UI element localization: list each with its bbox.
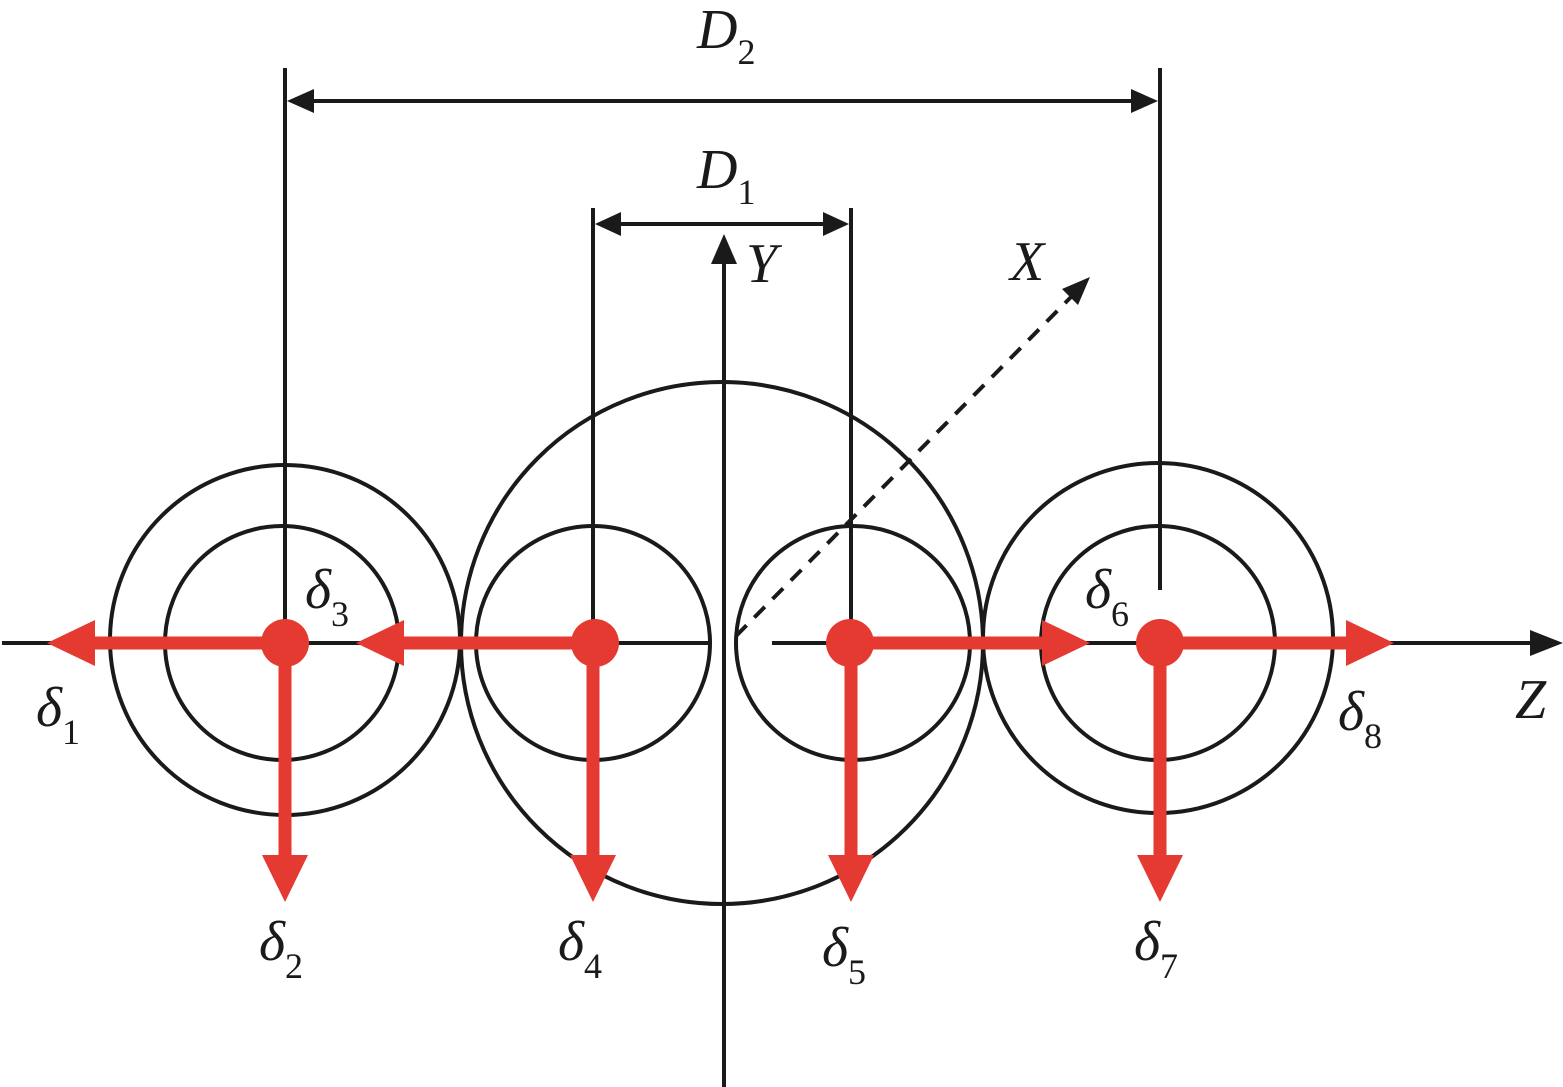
label-d1: D1 [696, 139, 755, 212]
label-delta-5: δ5 [822, 917, 866, 992]
label-x-axis: X [1008, 231, 1047, 293]
delta-8-arrowhead [1346, 620, 1394, 666]
d2-arrow-right [1131, 89, 1158, 113]
x-axis-arrowhead [1062, 277, 1090, 305]
z-axis-arrowhead [1530, 630, 1563, 656]
node-1-dot [261, 619, 309, 667]
delta-7-arrowhead [1137, 855, 1183, 902]
label-d2: D2 [696, 0, 755, 72]
label-delta-2: δ2 [259, 911, 303, 986]
node-3-right-arrowhead [1042, 620, 1090, 666]
d1-arrow-left [595, 212, 621, 236]
delta-2-arrowhead [262, 855, 308, 902]
delta-3-arrowhead [356, 620, 404, 666]
x-axis [734, 293, 1075, 638]
label-delta-1: δ1 [36, 677, 80, 752]
delta-4-arrowhead [570, 855, 616, 902]
label-z-axis: Z [1515, 669, 1547, 731]
label-delta-3: δ3 [305, 559, 349, 634]
y-axis-arrowhead [711, 234, 737, 264]
label-delta-8: δ8 [1338, 681, 1382, 756]
delta-5-arrowhead [828, 855, 874, 902]
label-y-axis: Y [746, 233, 783, 295]
node-4-dot [1136, 619, 1184, 667]
node-2-dot [571, 619, 619, 667]
d2-arrow-left [287, 89, 314, 113]
node-3-dot [826, 619, 874, 667]
label-delta-4: δ4 [558, 911, 602, 986]
label-delta-6: δ6 [1085, 559, 1129, 634]
label-delta-7: δ7 [1134, 911, 1178, 986]
d1-arrow-right [823, 212, 849, 236]
delta-1-arrowhead [47, 620, 95, 666]
